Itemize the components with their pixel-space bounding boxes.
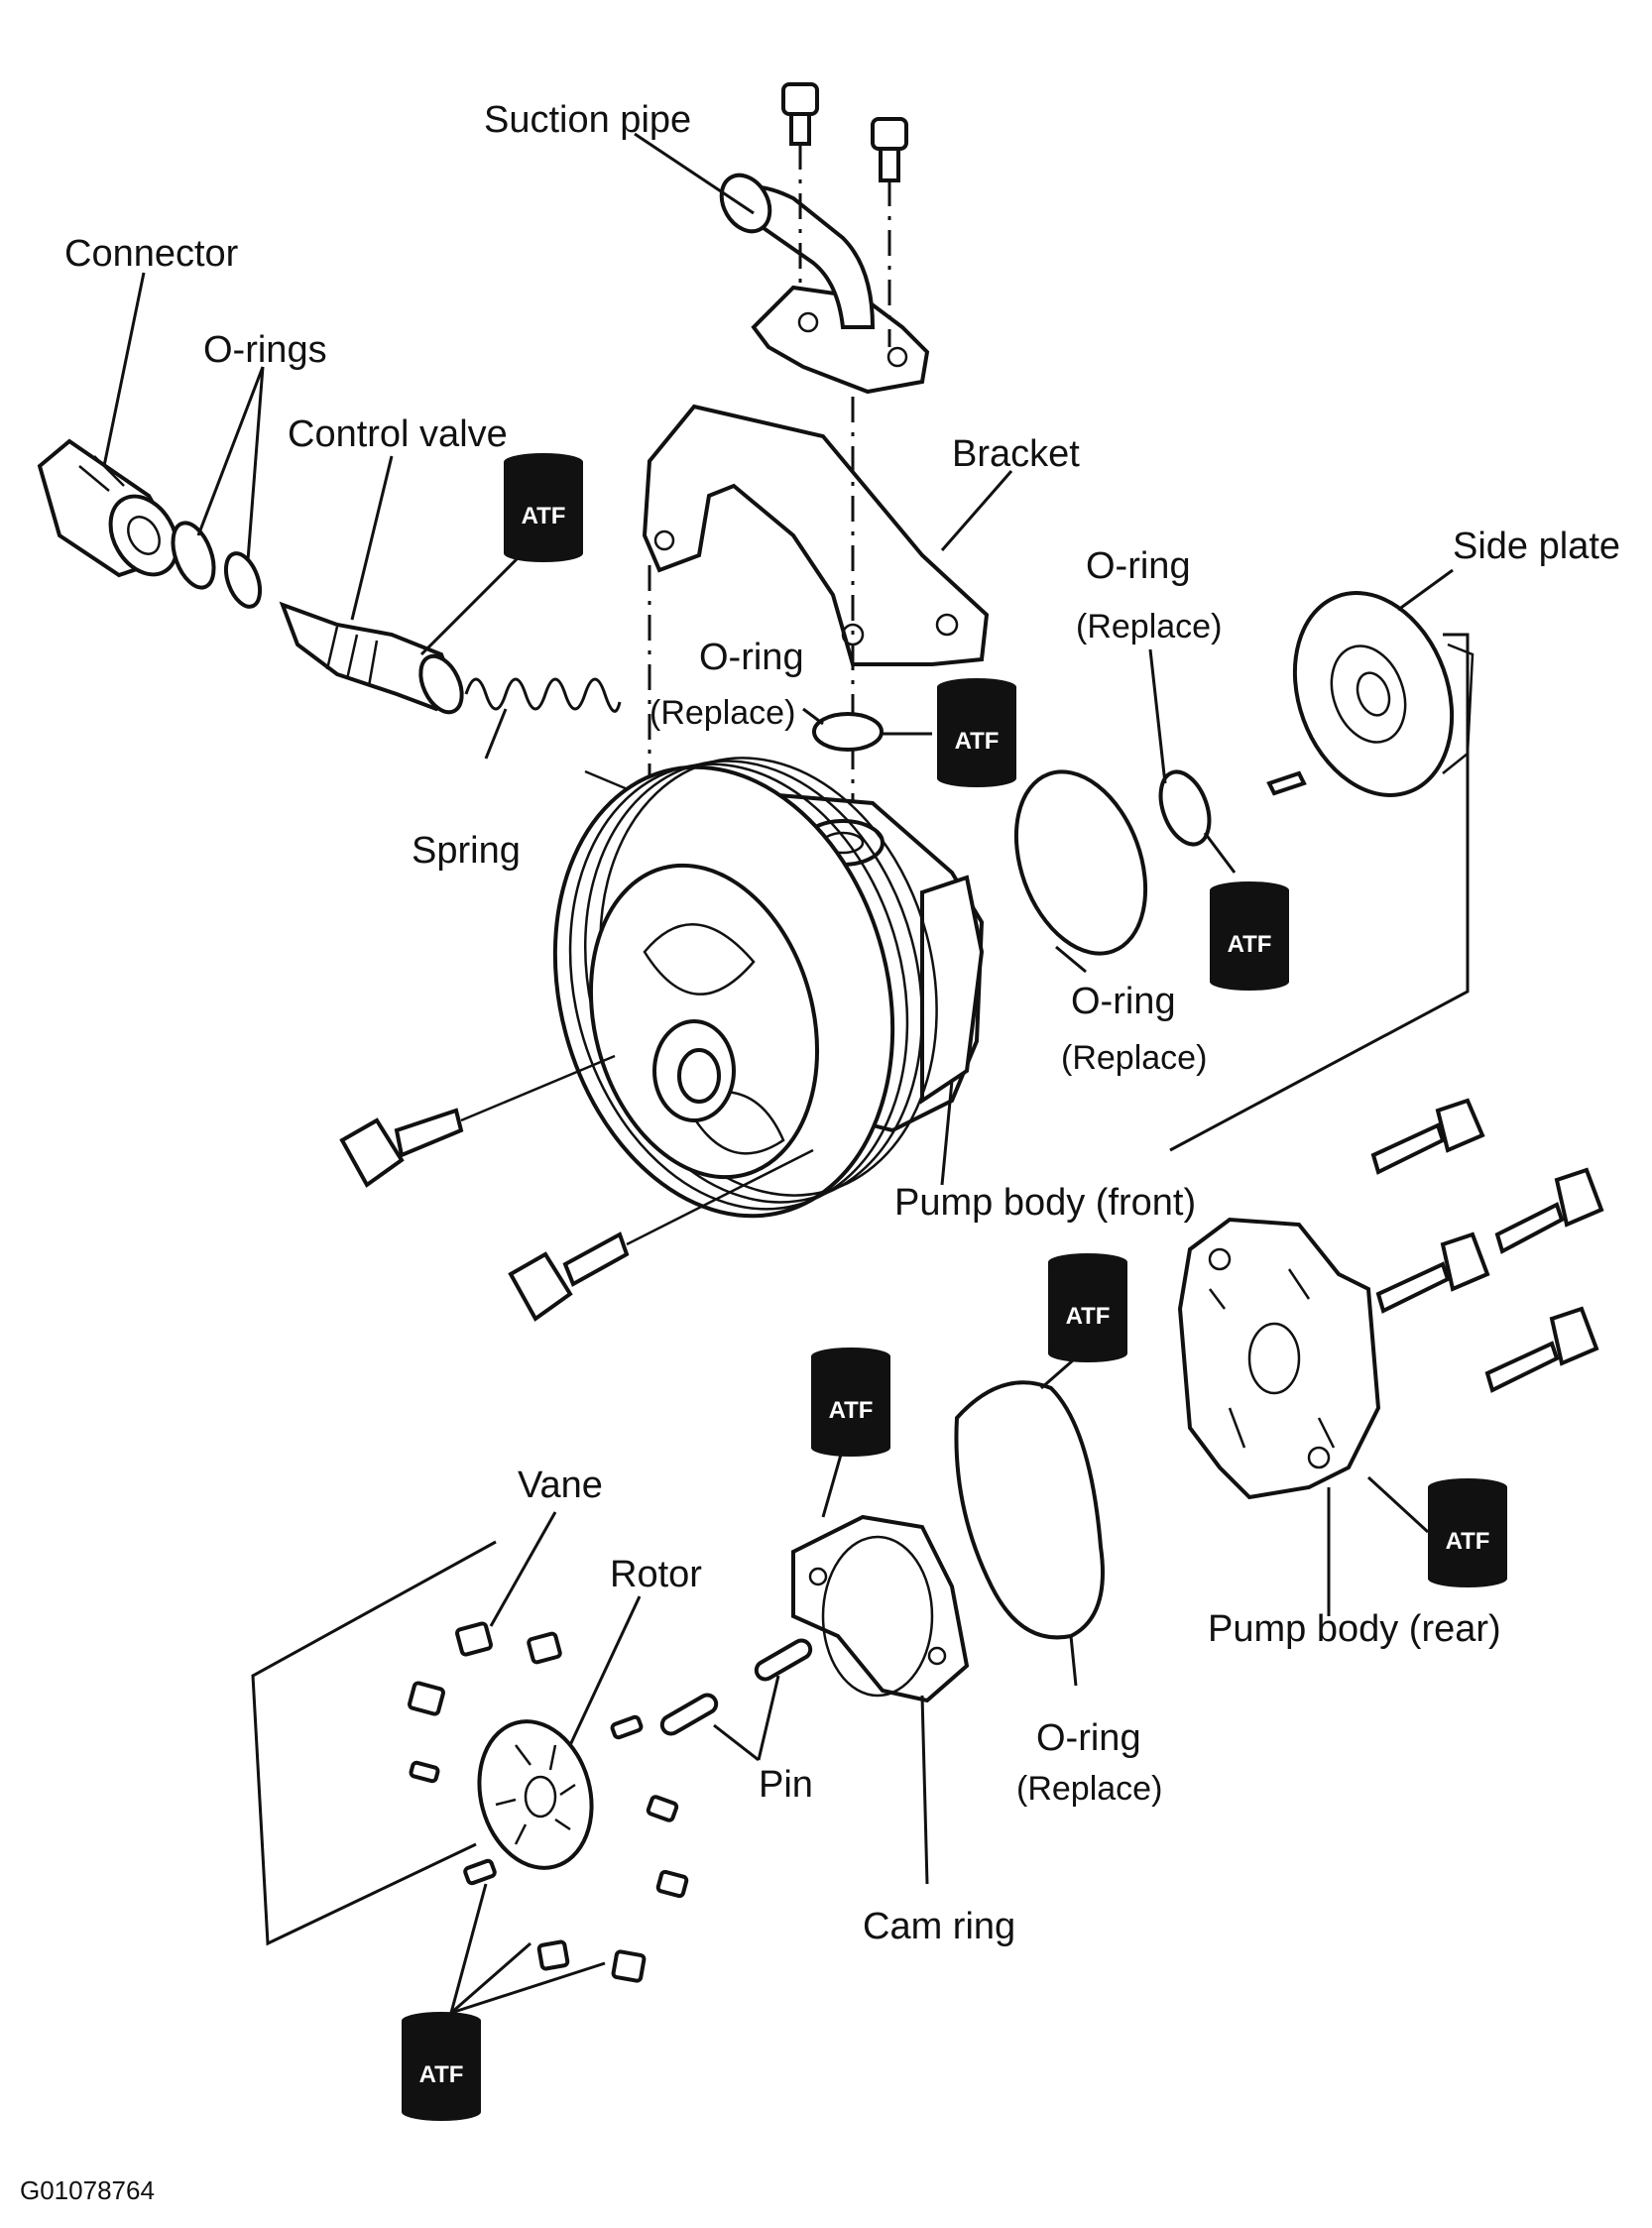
- cam-ring: [791, 1514, 970, 1703]
- mount-bolt-lower: [508, 1148, 814, 1322]
- label-control-valve: Control valve: [288, 413, 508, 455]
- label-o-rings: O-rings: [203, 329, 327, 371]
- atf-label: ATF: [1066, 1303, 1111, 1330]
- label-spring: Spring: [412, 830, 521, 872]
- suction-bolt-left: [781, 82, 819, 288]
- atf-can-icon: ATF: [937, 678, 1016, 787]
- side-plate-guide-line: [1169, 633, 1470, 1152]
- figure-code: G01078764: [20, 2175, 155, 2205]
- label-o-ring-center: O-ring: [699, 637, 804, 678]
- mount-bolt-upper: [339, 1054, 616, 1188]
- atf-label: ATF: [1228, 931, 1272, 958]
- label-o-ring-mid-right: O-ring: [1071, 981, 1176, 1022]
- label-o-ring-bottom: O-ring: [1036, 1717, 1141, 1759]
- label-bracket: Bracket: [952, 433, 1080, 475]
- label-vane: Vane: [518, 1465, 603, 1506]
- control-valve: [279, 601, 464, 715]
- label-pump-body-rear: Pump body (rear): [1208, 1608, 1501, 1650]
- atf-can-icon: ATF: [1048, 1253, 1127, 1362]
- label-o-ring-center-replace: (Replace): [649, 694, 795, 732]
- label-suction-pipe: Suction pipe: [484, 99, 691, 141]
- atf-can-icon: ATF: [1428, 1478, 1507, 1587]
- o-ring-large-mid: [1013, 769, 1148, 956]
- side-plate: [1266, 591, 1475, 797]
- suction-pipe: [719, 173, 930, 395]
- atf-can-icon: ATF: [1210, 881, 1289, 991]
- label-o-ring-top-right: O-ring: [1086, 545, 1191, 587]
- o-ring-connector-1: [171, 521, 216, 590]
- rear-bolt-3: [1375, 1231, 1490, 1314]
- label-cam-ring: Cam ring: [863, 1906, 1015, 1947]
- pins: [659, 1638, 813, 1736]
- label-o-ring-top-right-replace: (Replace): [1076, 608, 1222, 645]
- label-side-plate: Side plate: [1453, 526, 1620, 567]
- rear-bolt-4: [1484, 1306, 1599, 1393]
- rear-bolt-1: [1370, 1098, 1485, 1175]
- label-o-ring-bottom-replace: (Replace): [1016, 1770, 1162, 1808]
- atf-can-icon: ATF: [811, 1348, 890, 1457]
- leader-lines: [102, 132, 1454, 2015]
- atf-label: ATF: [829, 1397, 874, 1424]
- suction-bolt-right: [871, 117, 908, 347]
- label-rotor: Rotor: [610, 1554, 702, 1595]
- rotor: [477, 1719, 594, 1870]
- atf-label: ATF: [1446, 1528, 1490, 1555]
- o-ring-bottom: [954, 1380, 1105, 1640]
- pulley-hub: [652, 1019, 736, 1122]
- atf-label: ATF: [955, 728, 1000, 755]
- label-o-ring-mid-right-replace: (Replace): [1061, 1039, 1207, 1077]
- atf-label: ATF: [522, 503, 566, 529]
- connector: [37, 438, 179, 578]
- o-ring-center: [812, 712, 884, 752]
- o-ring-small-right: [1158, 769, 1212, 847]
- rotor-guide-line: [251, 1540, 497, 1946]
- o-ring-connector-2: [223, 551, 263, 609]
- atf-label: ATF: [419, 2061, 464, 2088]
- vanes: [408, 1621, 689, 1983]
- rear-bolt-2: [1494, 1167, 1604, 1254]
- pump-body-rear: [1177, 1217, 1381, 1500]
- atf-can-icon: ATF: [402, 2012, 481, 2121]
- atf-can-icon: ATF: [504, 453, 583, 562]
- label-connector: Connector: [64, 233, 239, 275]
- label-pin: Pin: [759, 1764, 813, 1806]
- label-pump-body-front: Pump body (front): [894, 1182, 1196, 1224]
